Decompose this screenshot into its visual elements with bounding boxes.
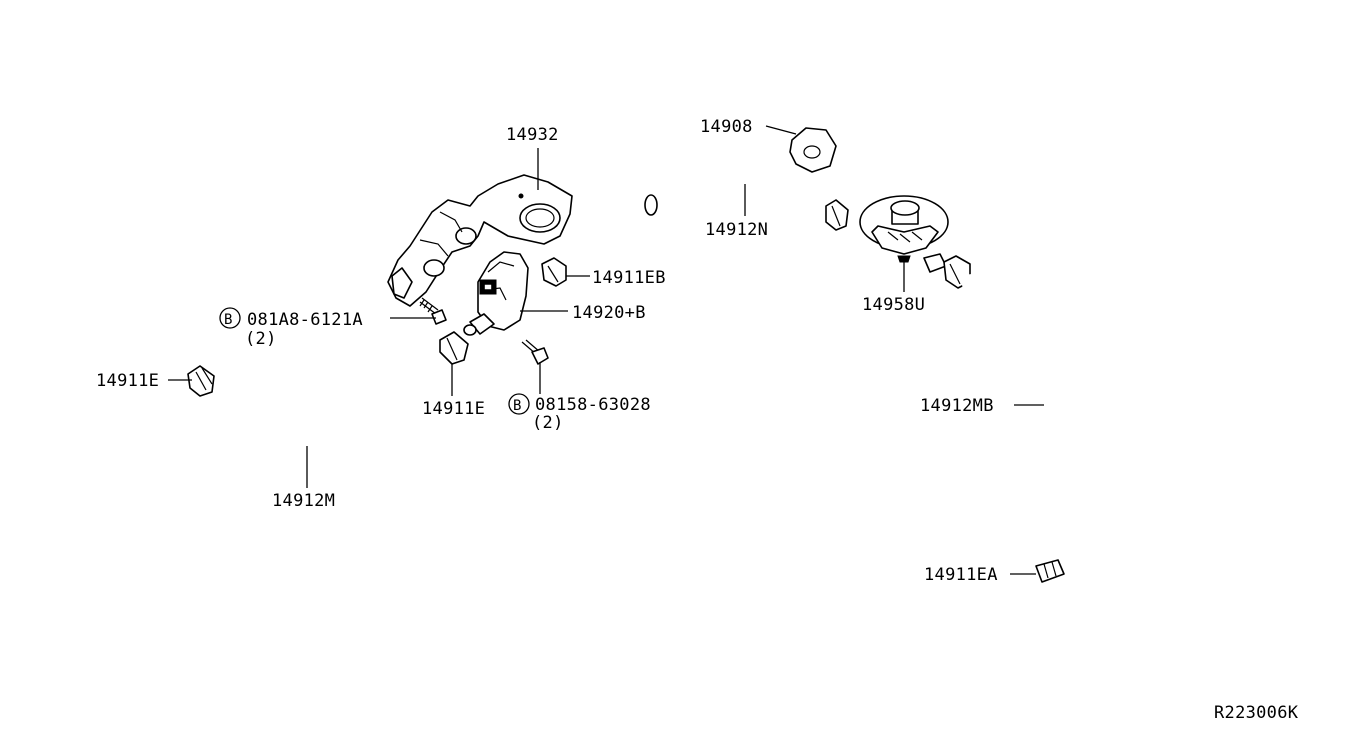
- label-14912m: 14912M: [272, 491, 335, 511]
- label-14920b: 14920+B: [572, 303, 646, 323]
- callout-bolt-08158: B 08158-63028 (2): [508, 393, 651, 433]
- label-14911e-left: 14911E: [96, 371, 159, 391]
- label-14911e-mid: 14911E: [422, 399, 485, 419]
- bolt-081a8-6121a[interactable]: [419, 297, 447, 325]
- label-14932: 14932: [506, 125, 559, 145]
- label-14911ea: 14911EA: [924, 565, 998, 585]
- clamp-14911e-mid[interactable]: [439, 331, 469, 365]
- leader-lines: [168, 125, 1044, 575]
- bolt-08158-63028[interactable]: [521, 339, 549, 365]
- hose-14912n[interactable]: [643, 163, 839, 221]
- label-14912mb: 14912MB: [920, 396, 994, 416]
- insulator-14908[interactable]: [789, 127, 837, 173]
- label-08158-63028: 08158-63028: [535, 395, 651, 415]
- bolt-symbol-icon: [508, 393, 530, 415]
- bolt-symbol-left: B: [224, 312, 233, 328]
- clamp-14911ea[interactable]: [1035, 559, 1065, 583]
- label-14911eb: 14911EB: [592, 268, 666, 288]
- bolt-symbol-icon: [219, 307, 241, 329]
- label-08158-qty: (2): [532, 413, 564, 433]
- hose-14912mb[interactable]: [962, 274, 1061, 566]
- label-081a8-qty: (2): [245, 329, 277, 349]
- clamp-14911e-left[interactable]: [187, 365, 215, 397]
- valve-14920b[interactable]: [463, 251, 529, 336]
- bracket-14932[interactable]: [387, 174, 573, 307]
- bolt-symbol-right: B: [513, 398, 522, 414]
- label-081a8-6121a: 081A8-6121A: [247, 310, 363, 330]
- callout-bolt-081a8: B 081A8-6121A (2): [219, 307, 363, 349]
- label-14908: 14908: [700, 117, 753, 137]
- hose-14912m[interactable]: [195, 342, 450, 452]
- valve-control-14958u[interactable]: [859, 195, 949, 273]
- diagram-code: R223006K: [1214, 703, 1299, 723]
- label-14912n: 14912N: [705, 220, 768, 240]
- clamp-14912n-end[interactable]: [825, 199, 849, 231]
- label-14958u: 14958U: [862, 295, 925, 315]
- clamp-14911eb[interactable]: [541, 257, 567, 287]
